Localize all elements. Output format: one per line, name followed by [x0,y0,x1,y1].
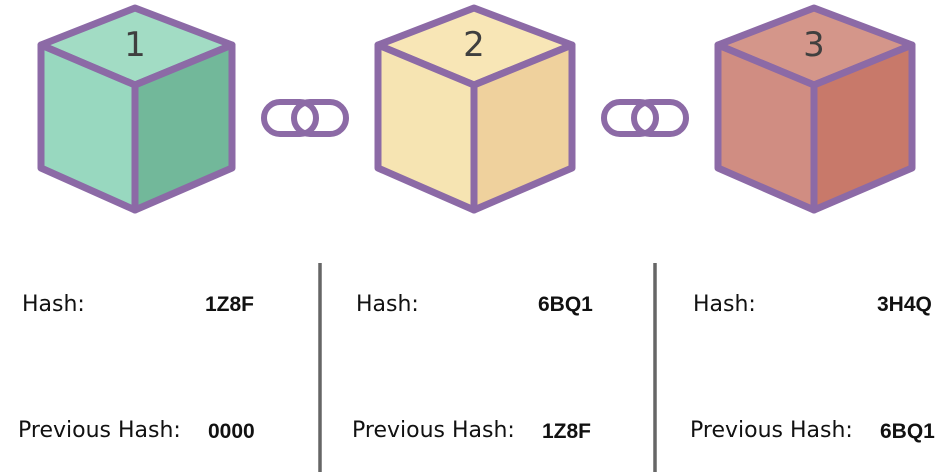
hash-label: Hash: [22,292,85,317]
hash-label: Hash: [693,292,756,317]
block-1-right-face [131,41,236,214]
previous-hash-value: 6BQ1 [880,420,935,443]
previous-hash-value: 0000 [208,420,255,443]
previous-hash-label: Previous Hash: [352,418,515,443]
block-1-number: 1 [124,25,146,65]
block-3-cube: 3 [714,4,916,214]
previous-hash-value: 1Z8F [542,420,591,443]
block-3-number: 3 [803,25,825,65]
chain-link-icon [261,99,349,137]
block-2-details: Hash: 6BQ1 Previous Hash: 1Z8F [352,292,593,443]
block-2-number: 2 [463,25,485,65]
block-2-cube: 2 [374,4,576,214]
block-1-cube: 1 [37,4,236,214]
block-2-right-face [470,41,576,214]
chain-link-icon [601,99,689,137]
block-1-details: Hash: 1Z8F Previous Hash: 0000 [18,292,255,443]
previous-hash-label: Previous Hash: [18,418,181,443]
previous-hash-label: Previous Hash: [690,418,853,443]
block-3-right-face [810,41,916,214]
hash-label: Hash: [356,292,419,317]
hash-value: 6BQ1 [538,293,593,316]
hash-value: 1Z8F [205,293,254,316]
hash-value: 3H4Q [877,293,932,316]
block-3-details: Hash: 3H4Q Previous Hash: 6BQ1 [690,292,935,443]
